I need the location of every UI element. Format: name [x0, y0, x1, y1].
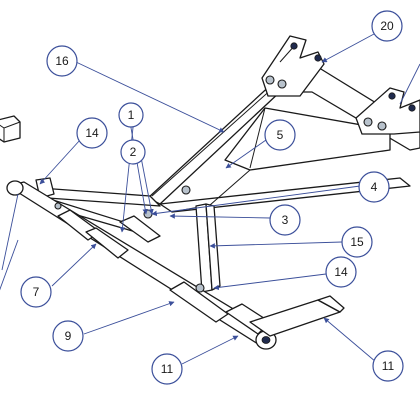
- svg-text:11: 11: [382, 359, 395, 373]
- callout-14-top: 14: [76, 117, 108, 149]
- svg-text:14: 14: [334, 265, 348, 279]
- hitch-tube: [249, 295, 345, 337]
- callout-16: 16: [46, 45, 78, 77]
- right-bracket: [355, 87, 420, 135]
- svg-text:5: 5: [277, 128, 284, 142]
- callout-4: 4: [358, 171, 390, 203]
- svg-text:14: 14: [85, 126, 99, 140]
- svg-text:3: 3: [282, 213, 289, 227]
- callout-11-right: 11: [372, 350, 404, 382]
- svg-text:11: 11: [161, 362, 174, 376]
- callout-1: 1: [118, 102, 144, 128]
- callout-20: 20: [371, 10, 403, 42]
- svg-text:4: 4: [371, 180, 378, 194]
- svg-text:20: 20: [380, 19, 394, 33]
- callout-14-bottom: 14: [325, 256, 357, 288]
- svg-text:16: 16: [55, 54, 69, 68]
- main-crossbar: [6, 180, 277, 350]
- callout-5: 5: [264, 119, 296, 151]
- top-bracket: [261, 35, 325, 97]
- svg-text:2: 2: [130, 145, 137, 159]
- svg-text:1: 1: [128, 108, 135, 122]
- callout-15: 15: [341, 226, 373, 258]
- callout-11-center: 11: [151, 353, 183, 385]
- callouts: 20 16 14 1 2 5 4 3: [20, 10, 404, 385]
- svg-text:9: 9: [65, 329, 72, 343]
- callout-2: 2: [120, 139, 146, 165]
- callout-7: 7: [20, 276, 52, 308]
- callout-9: 9: [52, 320, 84, 352]
- svg-text:15: 15: [350, 235, 364, 249]
- callout-3: 3: [269, 204, 301, 236]
- leader-lines: [0, 33, 420, 365]
- left-edge-block: [0, 115, 21, 143]
- svg-text:7: 7: [33, 285, 40, 299]
